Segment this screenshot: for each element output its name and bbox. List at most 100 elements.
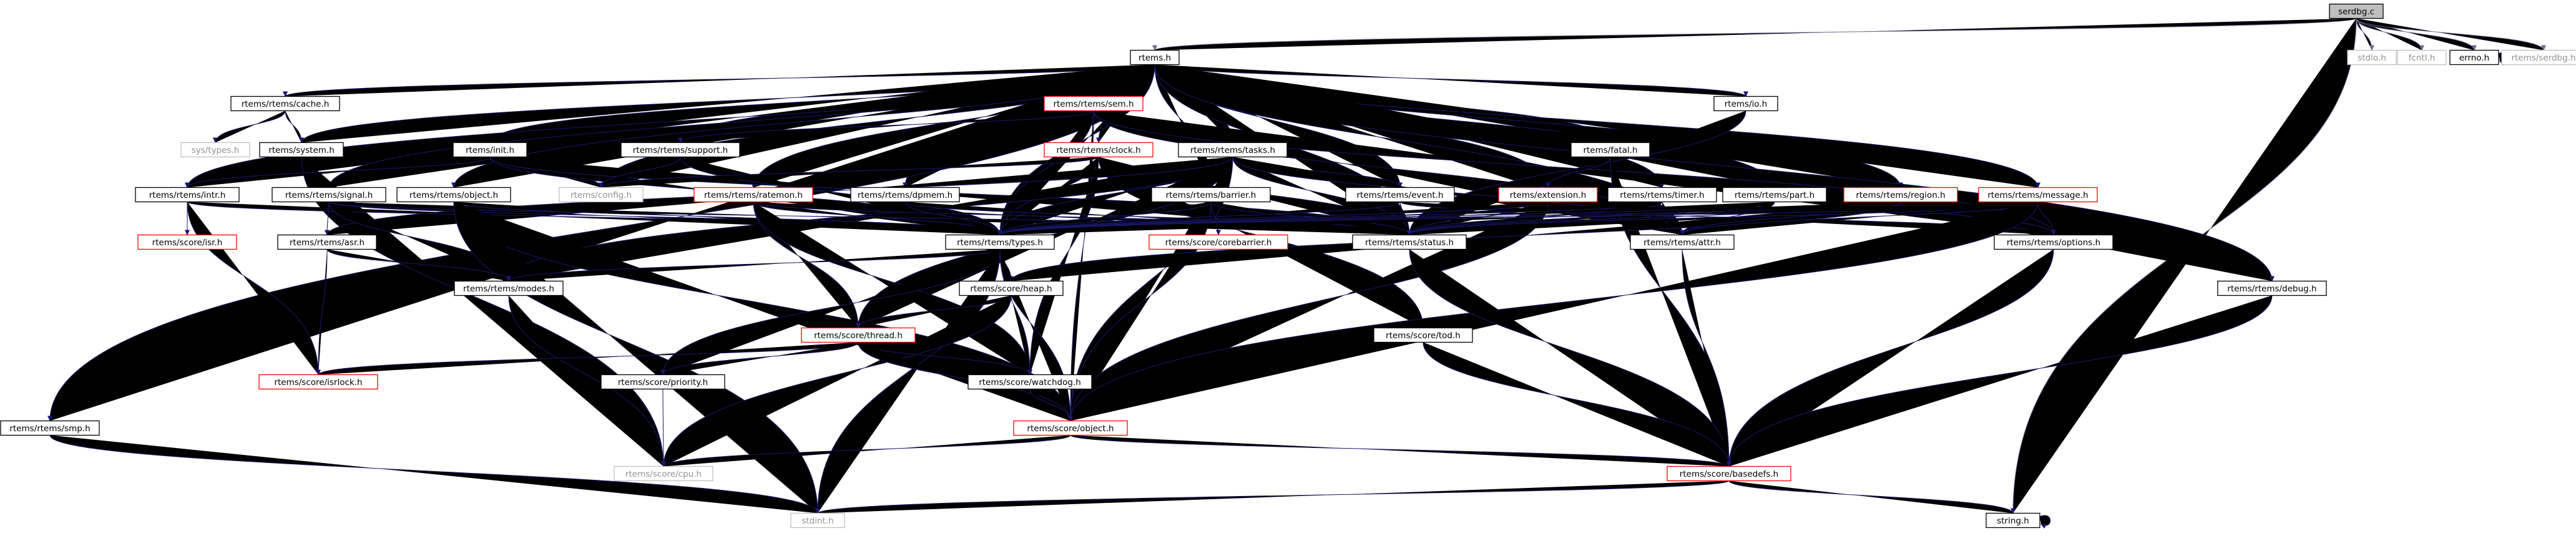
node-box (1044, 142, 1153, 158)
node-label: rtems/score/cpu.h (625, 469, 702, 479)
node-isr-h[interactable]: rtems/score/isr.h (137, 234, 237, 250)
node-label: stdio.h (2358, 53, 2386, 63)
node-fcntl-h: fcntl.h (2397, 49, 2447, 66)
node-timer-h[interactable]: rtems/rtems/timer.h (1607, 187, 1717, 203)
node-label: serdbg.c (2338, 7, 2374, 17)
node-io-h[interactable]: rtems/io.h (1713, 95, 1778, 112)
node-intr-h[interactable]: rtems/rtems/intr.h (135, 187, 240, 203)
node-barrier-h[interactable]: rtems/rtems/barrier.h (1151, 187, 1271, 203)
edge-serdbg_c-to-stdio_h (2356, 18, 2374, 51)
node-label: rtems/rtems/message.h (1987, 190, 2088, 200)
edge-asr_h-to-modes_h (326, 249, 511, 282)
node-label: rtems/init.h (466, 145, 514, 155)
node-label: rtems/config.h (571, 190, 632, 200)
edge-init_h-to-intr_h (185, 157, 491, 188)
edge-serdbg_c-to-rtems_h (1152, 18, 2357, 51)
node-smp-h[interactable]: rtems/rtems/smp.h (0, 420, 100, 436)
node-label: rtems/rtems/barrier.h (1166, 190, 1256, 200)
node-box (559, 187, 644, 203)
node-box (2347, 49, 2397, 66)
node-signal-h[interactable]: rtems/rtems/signal.h (272, 187, 386, 203)
node-modes-h[interactable]: rtems/rtems/modes.h (454, 280, 564, 296)
node-system-h[interactable]: rtems/system.h (259, 142, 344, 158)
node-label: stdint.h (801, 516, 833, 526)
edge-message_h-to-options_h (2037, 202, 2056, 236)
node-attr-h[interactable]: rtems/rtems/attr.h (1630, 234, 1735, 250)
node-part-h[interactable]: rtems/rtems/part.h (1722, 187, 1827, 203)
node-label: rtems/rtems/region.h (1856, 190, 1945, 200)
node-extension-h[interactable]: rtems/extension.h (1498, 187, 1598, 203)
node-ratemon-h[interactable]: rtems/rtems/ratemon.h (693, 187, 813, 203)
edge-watchdog_h-to-sobject_h (1029, 389, 1073, 422)
edge-support_h-to-config_h (599, 157, 681, 188)
node-support-h[interactable]: rtems/rtems/support.h (620, 142, 740, 158)
edge-sem_h-to-support_h (678, 110, 1094, 144)
node-box (453, 142, 527, 158)
node-label: rtems/fatal.h (1583, 145, 1637, 155)
node-label: rtems/extension.h (1510, 190, 1587, 200)
node-asr-h[interactable]: rtems/rtems/asr.h (277, 234, 377, 250)
node-options-h[interactable]: rtems/rtems/options.h (1994, 234, 2113, 250)
node-stdio-h: stdio.h (2347, 49, 2397, 66)
node-label: rtems/rtems/support.h (633, 145, 728, 155)
node-label: rtems/rtems/object.h (409, 190, 498, 200)
node-fatal-h[interactable]: rtems/fatal.h (1570, 142, 1650, 158)
node-dpmem-h[interactable]: rtems/rtems/dpmem.h (850, 187, 960, 203)
node-label: rtems/system.h (268, 145, 335, 155)
node-isrlock-h[interactable]: rtems/score/isrlock.h (258, 374, 378, 390)
node-message-h[interactable]: rtems/rtems/message.h (1978, 187, 2098, 203)
node-types-h[interactable]: rtems/rtems/types.h (945, 234, 1055, 250)
node-label: rtems/score/priority.h (618, 378, 708, 387)
edge-thread_h-to-sobject_h (858, 342, 1073, 422)
node-label: rtems/score/thread.h (814, 331, 903, 341)
node-box (135, 187, 240, 203)
node-box (600, 374, 725, 390)
node-label: rtems/rtems/sem.h (1053, 99, 1134, 109)
node-systypes-h: sys/types.h (180, 142, 250, 158)
node-box (1994, 234, 2113, 250)
edge-serdbg_c-to-serdbg_h (2356, 18, 2546, 51)
node-string-h[interactable]: string.h (1986, 512, 2040, 529)
node-debug-h[interactable]: rtems/rtems/debug.h (2217, 280, 2327, 296)
node-label: rtems/score/isr.h (152, 238, 223, 248)
node-rtems-h[interactable]: rtems.h (1130, 49, 1180, 66)
node-box (258, 374, 378, 390)
node-label: rtems/rtems/smp.h (9, 424, 90, 434)
edge-debug_h-to-basedefs_h (1726, 295, 2273, 467)
node-box (1667, 465, 1791, 482)
node-label: rtems.h (1139, 53, 1171, 63)
node-label: rtems/rtems/asr.h (290, 238, 365, 248)
node-sobject-h[interactable]: rtems/score/object.h (1013, 420, 1128, 436)
node-object-h[interactable]: rtems/rtems/object.h (396, 187, 511, 203)
node-box (1352, 234, 1467, 250)
node-clock-h[interactable]: rtems/rtems/clock.h (1044, 142, 1153, 158)
node-tod-h[interactable]: rtems/score/tod.h (1373, 327, 1473, 343)
node-thread-h[interactable]: rtems/score/thread.h (801, 327, 916, 343)
node-label: rtems/score/tod.h (1386, 331, 1461, 341)
node-heap-h[interactable]: rtems/score/heap.h (959, 280, 1064, 296)
node-event-h[interactable]: rtems/rtems/event.h (1345, 187, 1455, 203)
node-config-h: rtems/config.h (559, 187, 644, 203)
node-label: rtems/rtems/part.h (1735, 190, 1814, 200)
node-corebarrier-h[interactable]: rtems/score/corebarrier.h (1148, 234, 1288, 250)
node-label: rtems/rtems/tasks.h (1190, 145, 1275, 155)
node-region-h[interactable]: rtems/rtems/region.h (1843, 187, 1958, 203)
node-tasks-h[interactable]: rtems/rtems/tasks.h (1178, 142, 1288, 158)
node-label: rtems/rtems/event.h (1356, 190, 1443, 200)
node-watchdog-h[interactable]: rtems/score/watchdog.h (967, 374, 1092, 390)
node-box (1151, 187, 1271, 203)
node-sem-h[interactable]: rtems/rtems/sem.h (1044, 95, 1144, 112)
node-priority-h[interactable]: rtems/score/priority.h (600, 374, 725, 390)
node-init-h[interactable]: rtems/init.h (453, 142, 527, 158)
node-box (2217, 280, 2327, 296)
node-cache-h[interactable]: rtems/rtems/cache.h (230, 95, 340, 112)
edge-message_h-to-sobject_h (1068, 202, 2039, 422)
node-box (2329, 3, 2384, 19)
node-box (693, 187, 813, 203)
node-box (137, 234, 237, 250)
node-label: rtems/score/heap.h (970, 284, 1052, 294)
node-basedefs-h[interactable]: rtems/score/basedefs.h (1667, 465, 1791, 482)
edge-types_h-to-priority_h (660, 249, 1001, 376)
node-status-h[interactable]: rtems/rtems/status.h (1352, 234, 1467, 250)
node-errno-h[interactable]: errno.h (2449, 49, 2499, 66)
